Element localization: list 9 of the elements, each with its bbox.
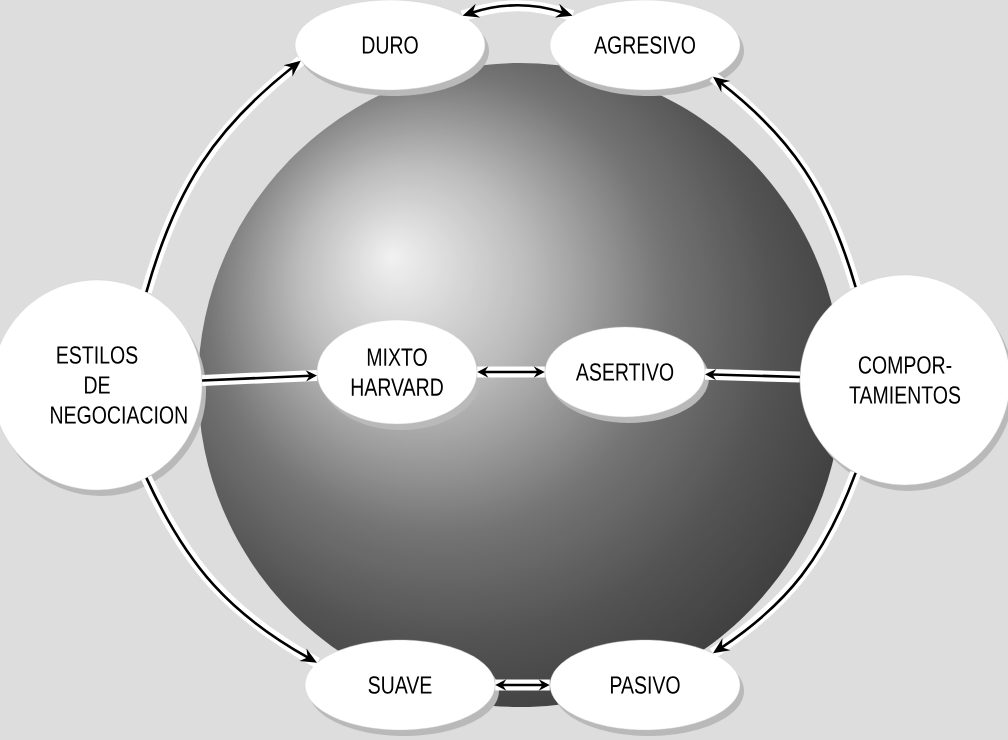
arrow xyxy=(709,470,861,658)
arrow xyxy=(709,72,861,289)
arrow xyxy=(141,56,305,294)
arrow xyxy=(704,368,801,383)
arrow xyxy=(460,0,575,21)
arrow xyxy=(201,369,318,386)
arrow xyxy=(495,679,550,691)
arrow xyxy=(141,475,320,668)
arrow xyxy=(477,366,545,378)
